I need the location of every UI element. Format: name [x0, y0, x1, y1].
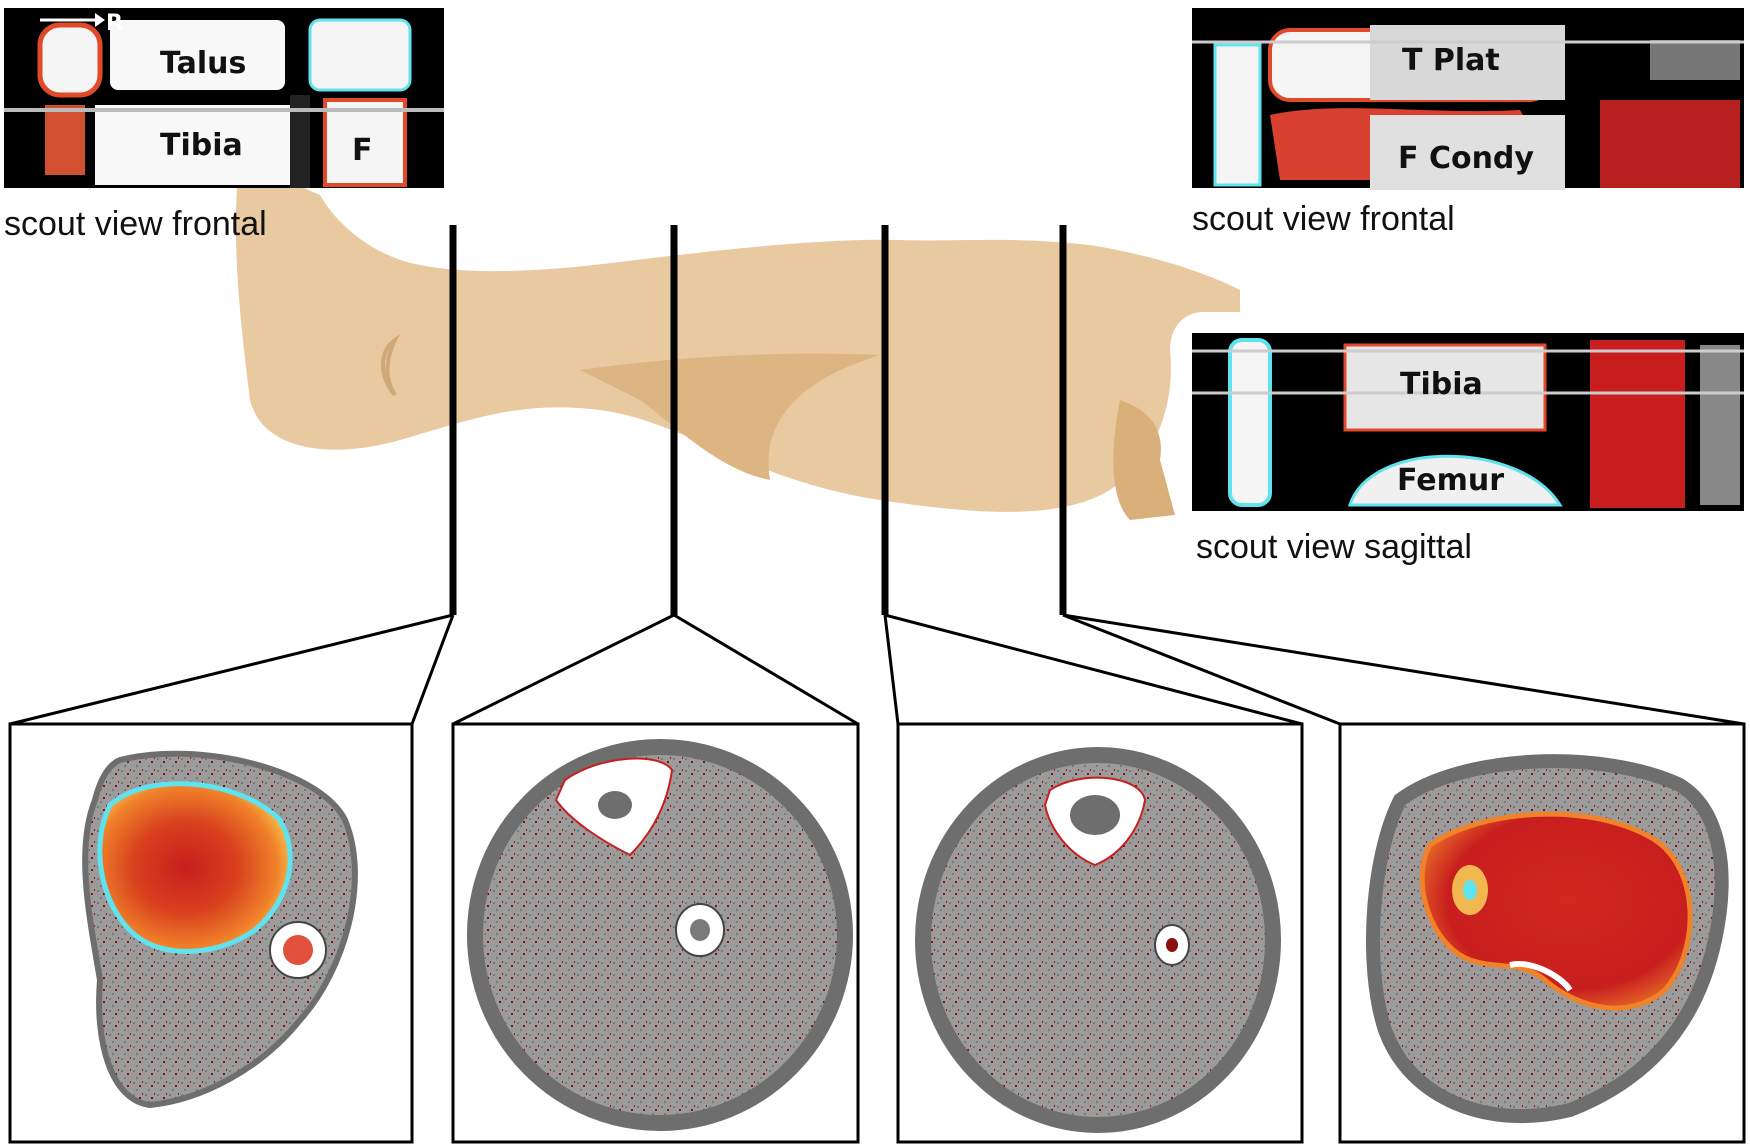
arrow-head-icon: [95, 13, 105, 27]
scan-position-markers: [449, 225, 1067, 615]
leg-shape: [235, 160, 1241, 512]
label-tibia-ankle: Tibia: [160, 128, 243, 163]
label-tibial-plateau: T Plat: [1402, 43, 1500, 78]
connector-lines: [9, 613, 1745, 726]
cyan-core: [1463, 880, 1477, 900]
fibular-head-edge: [1509, 961, 1573, 992]
cross-section-proximal-tibia: [1338, 722, 1746, 1144]
tibia-trabecular-bone: [97, 781, 293, 954]
knee-shadow: [1113, 400, 1175, 520]
soft-tissue-outline: [915, 747, 1281, 1133]
caption-knee-frontal: scout view frontal: [1192, 200, 1455, 238]
fibula-marrow: [283, 935, 313, 965]
label-tibia-knee: Tibia: [1400, 367, 1483, 402]
scout-ankle-frontal: Talus Tibia F R: [4, 8, 444, 188]
fibula-marrow: [1166, 938, 1178, 952]
tibia-marrow: [1070, 795, 1120, 835]
scout-knee-frontal: T Plat F Condy: [1192, 8, 1744, 190]
label-talus: Talus: [160, 46, 246, 81]
cross-section-tibia-shaft-2: [896, 722, 1304, 1144]
ankle-malleolus: [381, 334, 401, 397]
caption-knee-sagittal: scout view sagittal: [1196, 528, 1472, 566]
leg-silhouette: [235, 160, 1241, 520]
label-femoral-condyle: F Condy: [1398, 141, 1534, 176]
fibula-marrow: [690, 919, 710, 941]
caption-ankle-frontal: scout view frontal: [4, 205, 267, 243]
cross-section-tibia-shaft-1: [451, 722, 860, 1144]
shin-shadow: [580, 353, 880, 480]
orientation-label: R: [106, 11, 123, 36]
label-fibula: F: [352, 133, 373, 168]
label-femur: Femur: [1397, 463, 1504, 498]
tibia-marrow: [598, 791, 632, 819]
cross-section-distal-tibia: [8, 722, 414, 1144]
tibia-trabecular-bone: [1419, 811, 1693, 1011]
scout-knee-sagittal: Tibia Femur: [1192, 333, 1744, 511]
soft-tissue-outline: [467, 739, 853, 1131]
